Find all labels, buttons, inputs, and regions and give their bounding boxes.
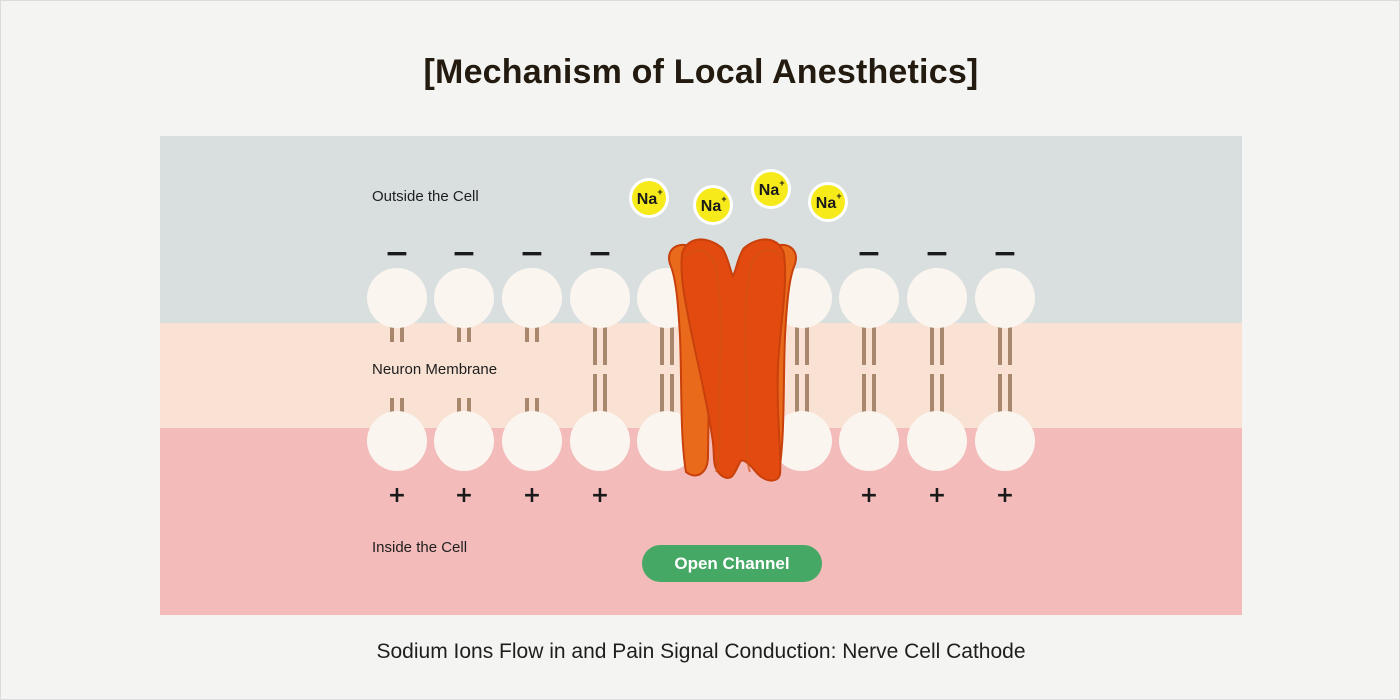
negative-charge: − xyxy=(992,236,1017,271)
ion-charge: + xyxy=(657,187,662,197)
sodium-ion: Na+ xyxy=(808,182,848,222)
lipid-head-outer xyxy=(367,268,427,328)
membrane-diagram-canvas: −+−+−+−+−+−+−+ Na+Na+Na+Na+ xyxy=(160,136,1242,615)
lipid-head-inner xyxy=(907,411,967,471)
lipid-head-inner xyxy=(975,411,1035,471)
ion-symbol: Na xyxy=(816,195,837,212)
channel-pore xyxy=(680,238,787,482)
ion-symbol: Na xyxy=(701,198,722,215)
ion-charge: + xyxy=(721,194,726,204)
lipid-head-outer xyxy=(434,268,494,328)
inside-cell-label: Inside the Cell xyxy=(372,539,468,556)
positive-charge: + xyxy=(591,483,609,508)
ion-charge: + xyxy=(779,178,784,188)
negative-charge: − xyxy=(924,236,949,271)
lipid-head-inner xyxy=(772,411,832,471)
lipid-head-inner xyxy=(839,411,899,471)
diagram-caption: Sodium Ions Flow in and Pain Signal Cond… xyxy=(376,640,1026,663)
phospholipid xyxy=(907,268,967,471)
ion-symbol: Na xyxy=(637,191,658,208)
positive-charge: + xyxy=(860,483,878,508)
membrane-diagram: −+−+−+−+−+−+−+ Na+Na+Na+Na+ Outside the … xyxy=(160,136,1242,615)
sodium-channel xyxy=(668,238,797,482)
negative-charge: − xyxy=(587,236,612,271)
lipid-head-inner xyxy=(570,411,630,471)
neuron-membrane-label: Neuron Membrane xyxy=(372,361,498,378)
positive-charge: + xyxy=(455,483,473,508)
lipid-head-outer xyxy=(570,268,630,328)
open-channel-button[interactable]: Open Channel xyxy=(642,545,822,582)
ion-symbol: Na xyxy=(759,182,780,199)
phospholipid xyxy=(975,268,1035,471)
outside-cell-label: Outside the Cell xyxy=(372,188,479,205)
negative-charge: − xyxy=(451,236,476,271)
lipid-head-inner xyxy=(434,411,494,471)
lipid-bilayer xyxy=(367,268,1035,471)
phospholipid xyxy=(502,268,562,471)
ion-charge: + xyxy=(836,191,841,201)
lipid-head-outer xyxy=(502,268,562,328)
phospholipid xyxy=(570,268,630,471)
sodium-ion: Na+ xyxy=(751,169,791,209)
positive-charge: + xyxy=(996,483,1014,508)
lipid-head-outer xyxy=(839,268,899,328)
phospholipid xyxy=(839,268,899,471)
lipid-head-outer xyxy=(907,268,967,328)
positive-charge: + xyxy=(388,483,406,508)
sodium-ion: Na+ xyxy=(629,178,669,218)
sodium-ion: Na+ xyxy=(693,185,733,225)
negative-charge: − xyxy=(384,236,409,271)
sodium-ions: Na+Na+Na+Na+ xyxy=(629,169,848,225)
lipid-head-inner xyxy=(502,411,562,471)
membrane-charges: − + − + − + − + − + − + − + xyxy=(384,236,1017,508)
lipid-head-inner xyxy=(367,411,427,471)
positive-charge: + xyxy=(928,483,946,508)
negative-charge: − xyxy=(856,236,881,271)
page-title: [Mechanism of Local Anesthetics] xyxy=(423,53,979,91)
negative-charge: − xyxy=(519,236,544,271)
phospholipid xyxy=(434,268,494,471)
phospholipid xyxy=(367,268,427,471)
lipid-head-outer xyxy=(975,268,1035,328)
positive-charge: + xyxy=(523,483,541,508)
